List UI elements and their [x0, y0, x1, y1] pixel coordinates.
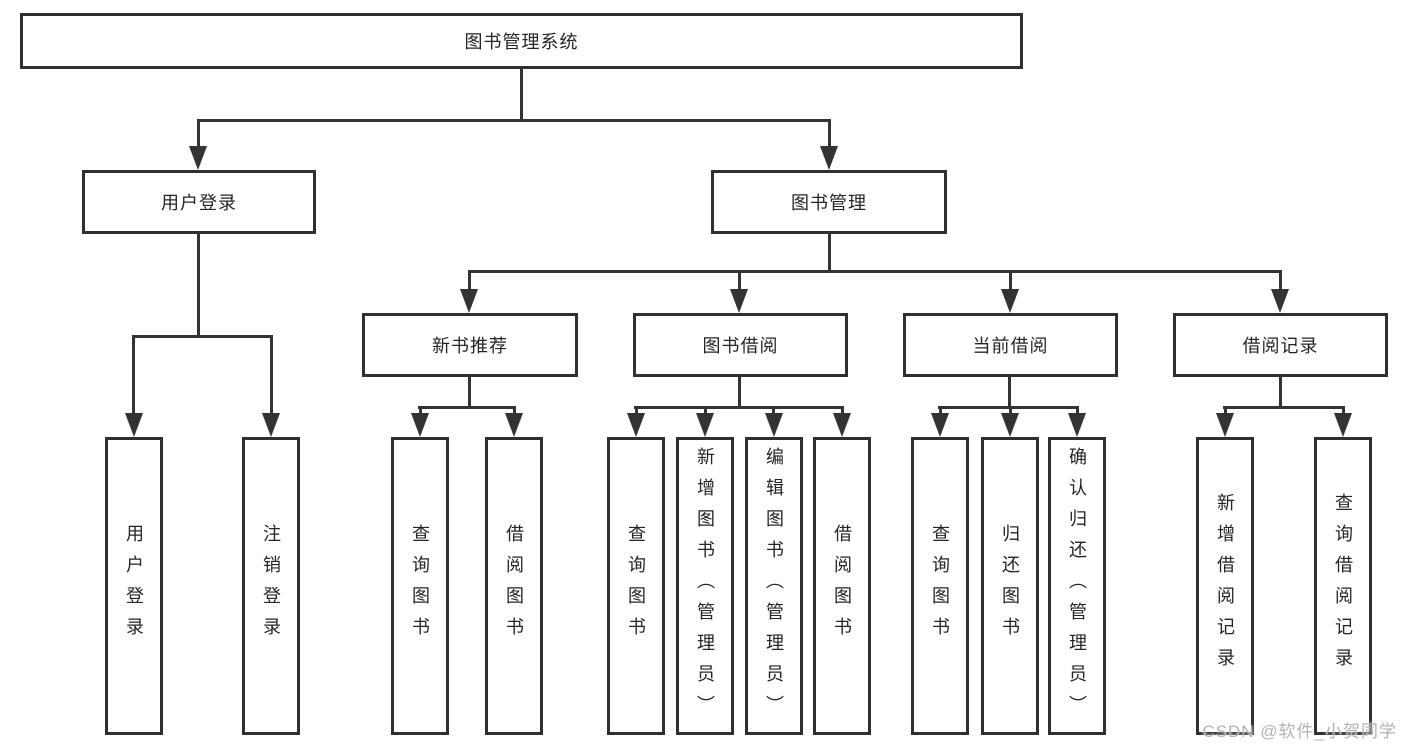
node-book-borrowing: 图书借阅	[633, 313, 848, 377]
node-label: 借阅记录	[1242, 336, 1319, 356]
watermark: CSDN @软件_小贺同学	[1202, 722, 1397, 741]
leaf-borrow-add-books-admin: 新增图书（管理员）	[676, 437, 734, 735]
arrow-down-icon	[1271, 289, 1289, 313]
arrow-down-icon	[262, 413, 280, 437]
node-current-borrowing: 当前借阅	[903, 313, 1118, 377]
connector-drop	[419, 406, 422, 413]
node-borrowing-records: 借阅记录	[1173, 313, 1388, 377]
connector-stem	[1279, 377, 1282, 406]
node-label: 当前借阅	[972, 336, 1049, 356]
connector-level3-rail	[468, 270, 1282, 273]
arrow-down-icon	[1216, 413, 1234, 437]
arrow-down-icon	[730, 289, 748, 313]
connector-drop	[1279, 270, 1282, 289]
arrow-down-icon	[1001, 289, 1019, 313]
arrow-down-icon	[1068, 413, 1086, 437]
leaf-records-add-borrow-record: 新增借阅记录	[1196, 437, 1254, 735]
connector-book-mgmt-stem	[828, 234, 831, 270]
connector-drop	[1342, 406, 1345, 413]
node-label: 新书推荐	[432, 336, 508, 356]
connector-rail	[418, 406, 516, 409]
connector-rail	[938, 406, 1079, 409]
connector-rail	[1223, 406, 1345, 409]
arrow-down-icon	[931, 413, 949, 437]
arrow-down-icon	[1334, 413, 1352, 437]
leaf-label: 查询图书	[930, 524, 950, 648]
leaf-logout: 注销登录	[242, 437, 300, 735]
connector-drop	[828, 119, 831, 146]
leaf-current-return-books: 归还图书	[981, 437, 1039, 735]
arrow-down-icon	[1001, 413, 1019, 437]
connector-drop	[468, 270, 471, 289]
connector-drop	[1076, 406, 1079, 413]
leaf-current-query-books: 查询图书	[911, 437, 969, 735]
leaf-label: 借阅图书	[832, 524, 852, 648]
connector-drop	[1009, 406, 1012, 413]
connector-user-login-rail	[132, 335, 273, 338]
leaf-borrow-edit-books-admin: 编辑图书（管理员）	[745, 437, 803, 735]
connector-root-stem	[520, 69, 523, 119]
connector-drop	[635, 406, 638, 413]
connector-stem	[738, 377, 741, 406]
leaf-label: 新增借阅记录	[1215, 493, 1235, 679]
arrow-down-icon	[833, 413, 851, 437]
arrow-down-icon	[627, 413, 645, 437]
leaf-label: 确认归还（管理员）	[1067, 446, 1087, 726]
connector-drop	[1009, 270, 1012, 289]
arrow-down-icon	[125, 413, 143, 437]
leaf-label: 新增图书（管理员）	[695, 446, 715, 726]
leaf-label: 借阅图书	[504, 524, 524, 648]
leaf-borrow-borrow-books: 借阅图书	[813, 437, 871, 735]
arrow-down-icon	[696, 413, 714, 437]
arrow-down-icon	[765, 413, 783, 437]
leaf-label: 查询图书	[410, 524, 430, 648]
node-label: 用户登录	[161, 193, 237, 213]
connector-drop	[270, 335, 273, 413]
node-book-management: 图书管理	[711, 170, 947, 234]
connector-user-login-stem	[197, 234, 200, 335]
leaf-records-query-borrow-record: 查询借阅记录	[1314, 437, 1372, 735]
node-user-login: 用户登录	[82, 170, 316, 234]
arrow-down-icon	[820, 146, 838, 170]
connector-stem	[1008, 377, 1011, 406]
leaf-current-confirm-return-admin: 确认归还（管理员）	[1048, 437, 1106, 735]
leaf-label: 查询借阅记录	[1333, 493, 1353, 679]
node-library-management-system: 图书管理系统	[20, 13, 1023, 69]
connector-stem	[468, 377, 471, 406]
connector-drop	[704, 406, 707, 413]
node-label: 图书管理	[791, 193, 867, 213]
connector-level2-rail	[197, 119, 831, 122]
node-label: 图书借阅	[702, 336, 779, 356]
connector-drop	[513, 406, 516, 413]
leaf-label: 查询图书	[626, 524, 646, 648]
leaf-rec-query-books: 查询图书	[391, 437, 449, 735]
leaf-borrow-query-books: 查询图书	[607, 437, 665, 735]
connector-drop	[132, 335, 135, 413]
node-new-book-recommendation: 新书推荐	[362, 313, 578, 377]
leaf-user-login: 用户登录	[105, 437, 163, 735]
arrow-down-icon	[189, 146, 207, 170]
leaf-label: 归还图书	[1000, 524, 1020, 648]
connector-drop	[738, 270, 741, 289]
arrow-down-icon	[460, 289, 478, 313]
connector-drop	[772, 406, 775, 413]
connector-drop	[939, 406, 942, 413]
leaf-label: 用户登录	[124, 524, 144, 648]
node-label: 图书管理系统	[464, 32, 579, 52]
leaf-rec-borrow-books: 借阅图书	[485, 437, 543, 735]
leaf-label: 注销登录	[261, 524, 281, 648]
connector-rail	[634, 406, 844, 409]
arrow-down-icon	[505, 413, 523, 437]
connector-drop	[1224, 406, 1227, 413]
arrow-down-icon	[411, 413, 429, 437]
connector-drop	[841, 406, 844, 413]
leaf-label: 编辑图书（管理员）	[764, 446, 784, 726]
connector-drop	[197, 119, 200, 146]
